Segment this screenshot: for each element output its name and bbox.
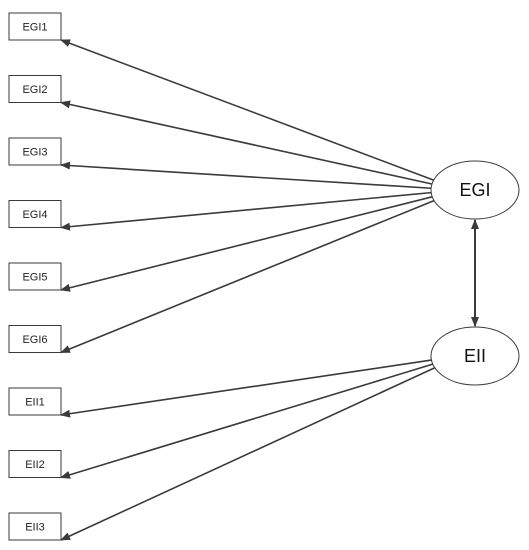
loading-path-eii3 [60,367,436,541]
indicator-box-egi3: EGI3 [8,137,62,166]
indicator-rect [8,137,62,166]
indicator-rect [8,200,62,228]
latent-ellipse [430,160,520,220]
loading-path-egi2 [60,100,433,185]
indicator-rect [8,75,62,103]
indicator-label: EGI1 [22,22,47,34]
latent-node-eii: EII [430,326,520,386]
loading-path-egi4 [60,191,432,231]
latent-label: EII [464,346,486,366]
indicator-box-eii2: EII2 [8,450,62,478]
loading-path-egi6 [60,199,435,354]
indicator-box-egi1: EGI1 [8,12,62,41]
indicator-label: EGI6 [22,334,47,346]
indicator-label: EGI4 [22,209,47,221]
latent-node-egi: EGI [430,160,520,220]
latent-ellipse [430,326,520,386]
loading-path-eii2 [60,363,434,479]
edges-layer [60,39,479,541]
indicator-rect [8,262,62,291]
indicator-rect [8,450,62,478]
loading-path-egi3 [60,161,432,190]
indicator-rect [8,387,62,416]
indicator-box-egi6: EGI6 [8,325,62,353]
indicator-label: EII1 [25,397,45,409]
indicator-rect [8,12,62,41]
indicator-box-egi5: EGI5 [8,262,62,291]
latent-label: EGI [459,180,490,200]
loading-path-eii1 [60,359,432,418]
indicator-label: EGI5 [22,272,47,284]
indicator-box-egi2: EGI2 [8,75,62,103]
indicator-box-egi4: EGI4 [8,200,62,228]
indicator-label: EII3 [25,522,45,534]
indicator-label: EGI3 [22,147,47,159]
indicator-label: EGI2 [22,84,47,96]
indicator-rect [8,512,62,541]
indicator-label: EII2 [25,459,45,471]
loading-path-egi1 [60,39,434,181]
indicator-box-eii3: EII3 [8,512,62,541]
indicator-box-eii1: EII1 [8,387,62,416]
indicator-rect [8,325,62,353]
loading-path-egi5 [60,196,433,292]
